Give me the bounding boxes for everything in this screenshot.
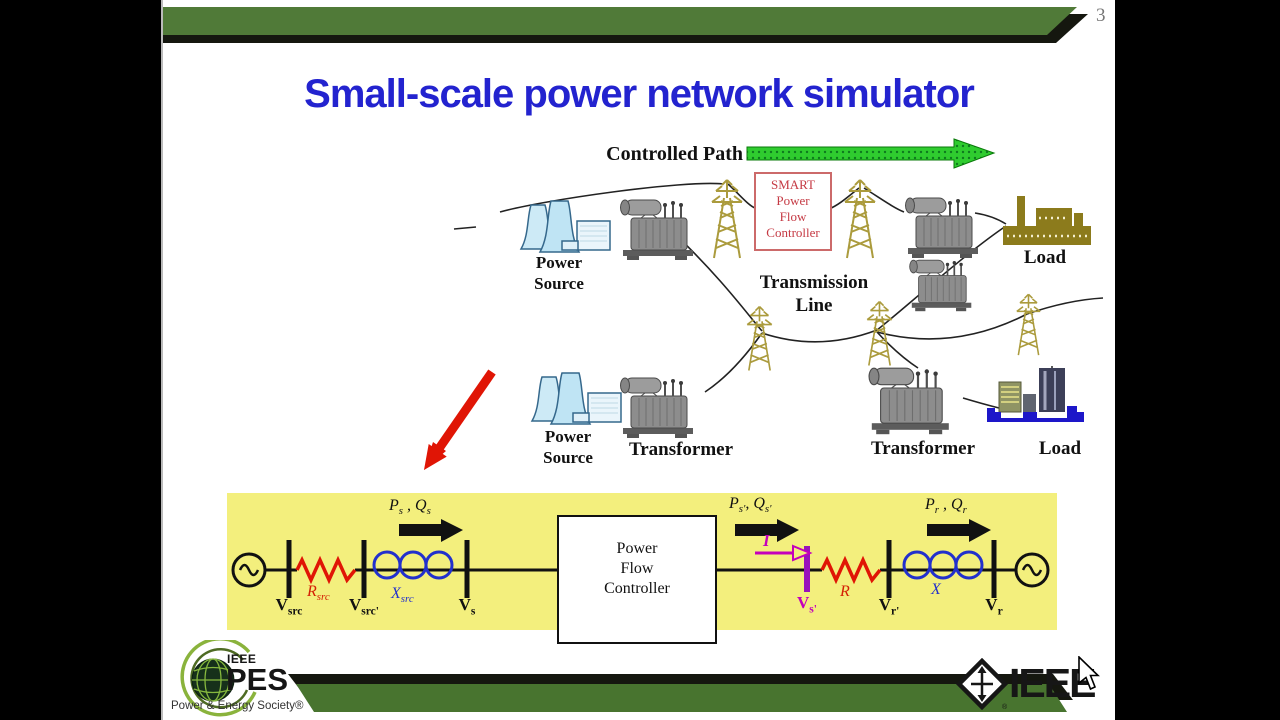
smart-line: Power [776, 193, 810, 208]
bus-label-vr2: Vr' [878, 595, 900, 618]
flow-label-ps-qs: Ps , Qs [389, 497, 431, 518]
factory-load-icon [1001, 194, 1093, 247]
transformer-icon [867, 367, 950, 436]
transformer-icon [908, 259, 973, 313]
slide-title: Small-scale power network simulator [304, 72, 975, 116]
transformer-icon [619, 377, 694, 439]
transmission-tower-icon [746, 305, 773, 372]
inductor-label-x: X [931, 581, 941, 598]
ac-source-icon [231, 552, 267, 588]
pfc-line: Power [616, 540, 658, 557]
inductor-label-xsrc: Xsrc [391, 585, 414, 606]
power-flow-controller-box: Power Flow Controller [557, 515, 717, 644]
bus-label-vs2: Vs' [797, 593, 817, 616]
footer-green-bar [296, 684, 1067, 712]
resistor-icon [295, 555, 357, 585]
current-arrow-icon [755, 544, 813, 562]
bus-label-vr: Vr [985, 595, 1003, 618]
power-flow-arrow-icon [927, 519, 991, 542]
circuit-panel: Ps , Qs Ps', Qs' Pr , Qr I Power Flow Co… [227, 493, 1057, 644]
banner-green-bar [163, 7, 1077, 35]
smart-line: Flow [779, 209, 807, 224]
slide: 3 Small-scale power network simulator [161, 0, 1115, 720]
flow-label-ps2-qs2: Ps', Qs' [729, 495, 772, 516]
pes-tagline: Power & Energy Society® [171, 700, 304, 712]
flow-label-pr-qr: Pr , Qr [925, 496, 967, 517]
bus-label-vsrc: Vsrc [275, 595, 303, 618]
transformer-right-label: Transformer [870, 438, 976, 459]
pfc-line: Controller [604, 580, 670, 597]
transmission-tower-icon [711, 179, 743, 259]
page-number: 3 [1096, 5, 1106, 26]
smart-controller-box: SMART Power Flow Controller [754, 172, 832, 251]
mouse-cursor-icon [1078, 656, 1100, 691]
controlled-path-arrow-icon [746, 138, 996, 169]
inductor-icon [902, 550, 984, 580]
resistor-label-r: R [840, 583, 850, 600]
city-load-icon [985, 364, 1086, 424]
pes-ieee-text: IEEE [227, 652, 257, 666]
pes-globe-icon [180, 640, 257, 717]
transformer-icon [904, 197, 979, 259]
bus-bars [286, 540, 997, 598]
bus-label-vs: Vs [458, 595, 476, 618]
smart-line: SMART [770, 177, 815, 192]
pfc-line: Flow [620, 560, 654, 577]
top-banner [163, 7, 1088, 43]
transmission-tower-icon [1016, 293, 1041, 356]
svg-text:®: ® [1002, 703, 1008, 710]
load-bottom-label: Load [1038, 438, 1082, 459]
controlled-bus-bar [804, 546, 810, 592]
resistor-icon [820, 555, 882, 585]
transformer-icon [619, 199, 694, 261]
ac-source-icon [1014, 552, 1050, 588]
power-flow-arrow-icon [399, 519, 463, 542]
footer-banner [288, 674, 1073, 712]
resistor-label-rsrc: Rsrc [307, 583, 330, 604]
smart-line: Controller [766, 225, 820, 240]
load-top-label: Load [1023, 247, 1067, 268]
cooling-tower-icon [520, 200, 611, 253]
circuit-artwork [231, 519, 1050, 598]
ieee-diamond-icon: ® [956, 658, 1008, 710]
inductor-icon [372, 550, 454, 580]
transformer-left-label: Transformer [628, 439, 734, 460]
bus-label-vsrc2: Vsrc' [348, 595, 380, 618]
cooling-tower-icon [531, 372, 622, 425]
transmission-tower-icon [844, 179, 876, 259]
pes-text: PES [226, 662, 289, 697]
network-diagram [424, 138, 1104, 470]
controlled-path-label: Controlled Path [606, 143, 743, 165]
red-arrow-icon [424, 369, 496, 470]
current-label: I [763, 531, 770, 550]
